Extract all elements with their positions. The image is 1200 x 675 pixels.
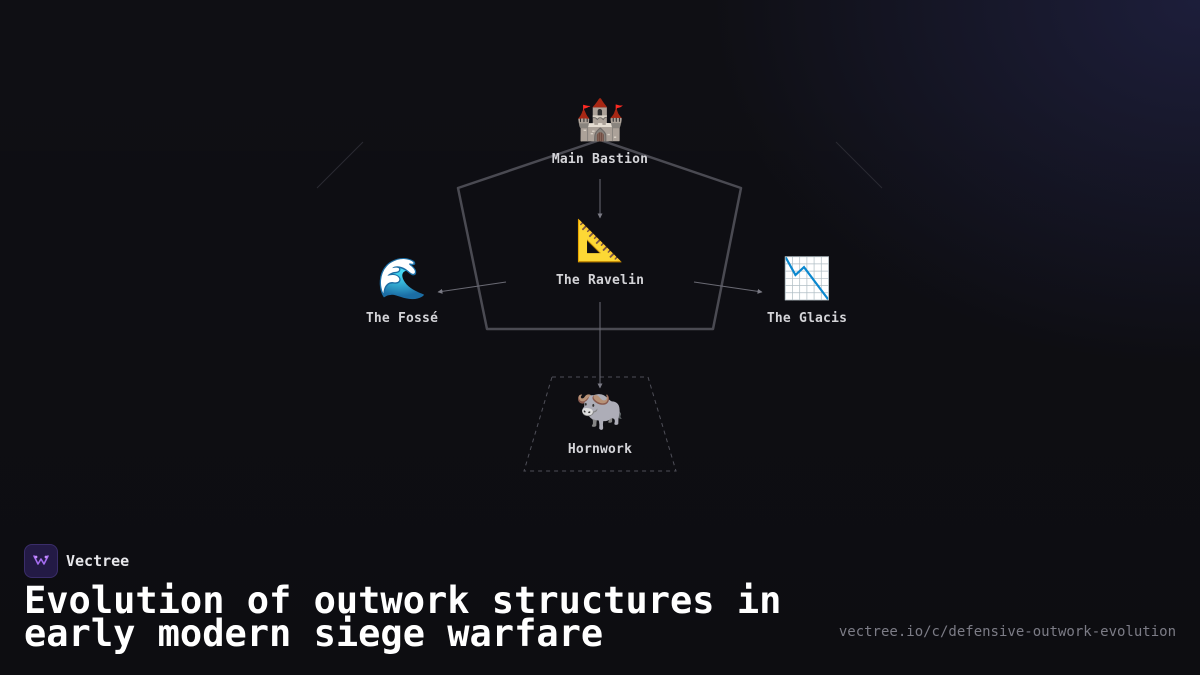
water-wave-icon: 🌊 (377, 256, 427, 302)
node-main-bastion[interactable]: 🏰 Main Bastion (520, 96, 680, 167)
edge-ravelin-to-glacis (693, 281, 763, 294)
node-hornwork[interactable]: 🐃 Hornwork (520, 386, 680, 457)
node-label: The Ravelin (555, 273, 645, 288)
vectree-logo-icon (24, 544, 58, 578)
node-ravelin[interactable]: 📐 The Ravelin (520, 217, 680, 288)
brand-name: Vectree (66, 552, 130, 570)
water-buffalo-icon: 🐃 (575, 387, 625, 433)
edge-ravelin-to-fosse (437, 281, 507, 294)
page-title: Evolution of outwork structures in early… (24, 579, 782, 655)
node-label: Hornwork (567, 442, 633, 457)
decor-line-left (316, 141, 364, 189)
node-label: The Fossé (365, 311, 439, 326)
node-fosse[interactable]: 🌊 The Fossé (322, 255, 482, 326)
hornwork-trapezoid (523, 376, 677, 472)
node-label: Main Bastion (551, 152, 649, 167)
node-label: The Glacis (766, 311, 848, 326)
decor-line-right (835, 141, 883, 189)
node-glacis[interactable]: 📉 The Glacis (727, 255, 887, 326)
source-url[interactable]: vectree.io/c/defensive-outwork-evolution (838, 624, 1176, 640)
castle-icon: 🏰 (575, 97, 625, 143)
chart-decreasing-icon: 📉 (782, 256, 832, 302)
triangular-ruler-icon: 📐 (575, 218, 625, 264)
brand[interactable]: Vectree (24, 544, 129, 578)
